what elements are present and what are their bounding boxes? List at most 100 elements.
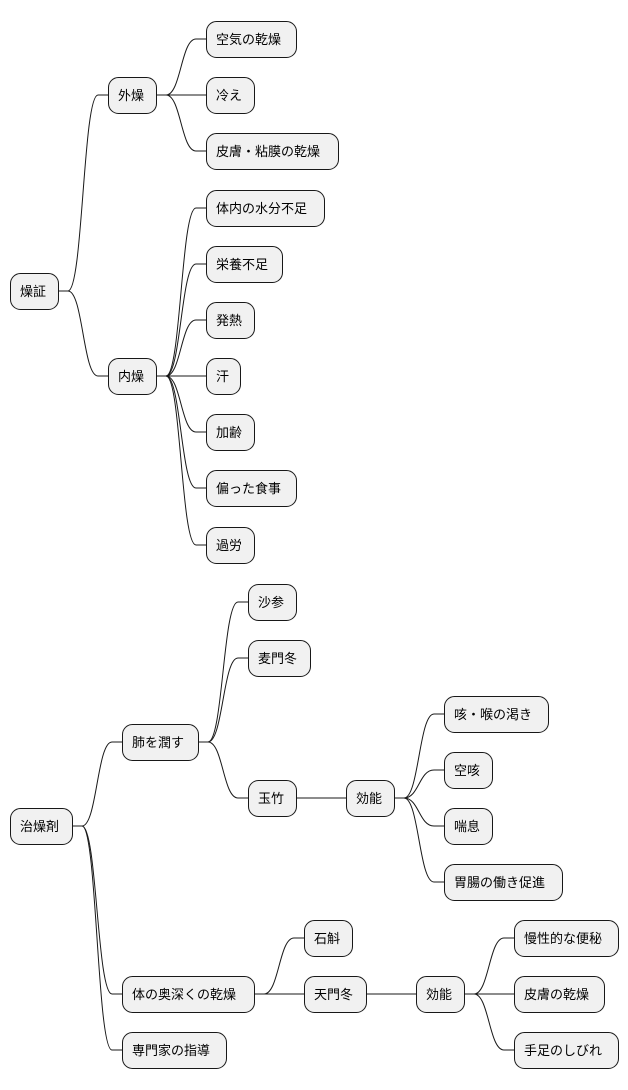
node-skin-dryness: 皮膚の乾燥 bbox=[514, 976, 605, 1013]
node-deep-body-dryness: 体の奥深くの乾燥 bbox=[122, 976, 255, 1013]
edge-node-internal-dryness-to-node-malnutrition bbox=[156, 263, 206, 377]
node-deep-body-dryness-box bbox=[122, 976, 255, 1013]
edge-node-external-dryness-to-node-dry-air bbox=[156, 38, 206, 96]
edge-node-external-dryness-to-node-skin-mucosa-dryness bbox=[156, 94, 206, 152]
node-external-dryness-box bbox=[108, 77, 157, 114]
node-shashen-box bbox=[248, 584, 297, 621]
node-cough-throat-thirst-label: 咳・喉の渇き bbox=[454, 707, 532, 723]
node-deep-body-dryness-label: 体の奥深くの乾燥 bbox=[132, 988, 236, 1003]
node-tenmondo-box bbox=[304, 976, 367, 1013]
edge-node-deep-body-dryness-to-node-sekkoku bbox=[254, 937, 304, 995]
node-dry-air-label: 空気の乾燥 bbox=[216, 32, 281, 48]
node-aging-box bbox=[206, 414, 255, 451]
node-skin-mucosa-dryness: 皮膚・粘膜の乾燥 bbox=[206, 133, 339, 170]
node-dryness-syndrome: 燥証 bbox=[10, 273, 59, 310]
node-dry-air-box bbox=[206, 21, 297, 58]
node-tenmondo-label: 天門冬 bbox=[314, 987, 353, 1003]
node-unbalanced-diet-label: 偏った食事 bbox=[216, 481, 281, 497]
node-internal-dryness: 内燥 bbox=[108, 358, 157, 395]
node-expert-guidance-box bbox=[122, 1032, 227, 1069]
node-internal-dryness-label: 内燥 bbox=[118, 369, 144, 385]
node-sweat: 汗 bbox=[206, 358, 241, 395]
node-malnutrition-box bbox=[206, 246, 283, 283]
node-cold-box bbox=[206, 77, 255, 114]
node-asthma: 喘息 bbox=[444, 808, 493, 845]
node-dryness-syndrome-box bbox=[10, 273, 59, 310]
node-aging: 加齢 bbox=[206, 414, 255, 451]
node-dryness-syndrome-label: 燥証 bbox=[20, 285, 46, 300]
edge-node-dryness-syndrome-to-node-external-dryness bbox=[58, 94, 108, 292]
edge-node-efficacy-tenmondo-to-node-chronic-constipation bbox=[464, 937, 514, 995]
node-moisten-lungs-label: 肺を潤す bbox=[132, 736, 184, 751]
node-chronic-constipation: 慢性的な便秘 bbox=[514, 920, 619, 957]
edge-node-dryness-syndrome-to-node-internal-dryness bbox=[58, 290, 108, 377]
node-limb-numbness-label: 手足のしびれ bbox=[524, 1044, 602, 1059]
node-digestion-promotion-label: 胃腸の働き促進 bbox=[454, 876, 545, 891]
node-digestion-promotion: 胃腸の働き促進 bbox=[444, 864, 563, 901]
edge-node-efficacy-gyokuchiku-to-node-dry-cough bbox=[394, 769, 444, 799]
node-dryness-treatment-herbs-label: 治燥剤 bbox=[20, 819, 59, 835]
node-gyokuchiku-label: 玉竹 bbox=[258, 792, 284, 807]
node-fever-box bbox=[206, 302, 255, 339]
node-bakumondo-label: 麦門冬 bbox=[258, 651, 297, 667]
node-sweat-label: 汗 bbox=[216, 370, 229, 385]
node-cough-throat-thirst-box bbox=[444, 696, 549, 733]
node-cold-label: 冷え bbox=[216, 89, 242, 104]
node-efficacy-tenmondo-box bbox=[416, 976, 465, 1013]
node-bakumondo: 麦門冬 bbox=[248, 640, 311, 677]
node-sekkoku-box bbox=[304, 920, 353, 957]
node-skin-dryness-box bbox=[514, 976, 605, 1013]
node-external-dryness: 外燥 bbox=[108, 77, 157, 114]
edge-node-moisten-lungs-to-node-bakumondo bbox=[198, 657, 248, 743]
node-skin-mucosa-dryness-label: 皮膚・粘膜の乾燥 bbox=[216, 144, 320, 160]
edge-node-efficacy-gyokuchiku-to-node-cough-throat-thirst bbox=[394, 713, 444, 799]
node-digestion-promotion-box bbox=[444, 864, 563, 901]
node-sekkoku: 石斛 bbox=[304, 920, 353, 957]
node-sweat-box bbox=[206, 358, 241, 395]
edge-node-internal-dryness-to-node-aging bbox=[156, 375, 206, 433]
node-limb-numbness: 手足のしびれ bbox=[514, 1032, 619, 1069]
edge-node-internal-dryness-to-node-overwork bbox=[156, 375, 206, 546]
node-unbalanced-diet: 偏った食事 bbox=[206, 470, 297, 507]
node-dry-cough-label: 空咳 bbox=[454, 764, 480, 779]
edge-node-efficacy-tenmondo-to-node-limb-numbness bbox=[464, 993, 514, 1051]
node-body-water-deficiency-box bbox=[206, 190, 325, 227]
node-shashen: 沙参 bbox=[248, 584, 297, 621]
node-chronic-constipation-box bbox=[514, 920, 619, 957]
node-efficacy-tenmondo-label: 効能 bbox=[426, 988, 452, 1003]
node-tenmondo: 天門冬 bbox=[304, 976, 367, 1013]
node-aging-label: 加齢 bbox=[216, 426, 242, 441]
edge-node-dryness-treatment-herbs-to-node-moisten-lungs bbox=[72, 741, 122, 827]
node-dry-cough: 空咳 bbox=[444, 752, 493, 789]
node-limb-numbness-box bbox=[514, 1032, 619, 1069]
edge-node-internal-dryness-to-node-body-water-deficiency bbox=[156, 207, 206, 377]
edge-node-internal-dryness-to-node-fever bbox=[156, 319, 206, 377]
node-sekkoku-label: 石斛 bbox=[314, 932, 340, 947]
edge-node-efficacy-gyokuchiku-to-node-asthma bbox=[394, 797, 444, 827]
node-unbalanced-diet-box bbox=[206, 470, 297, 507]
node-moisten-lungs: 肺を潤す bbox=[122, 724, 199, 761]
edges bbox=[58, 38, 514, 1051]
node-efficacy-gyokuchiku: 効能 bbox=[346, 780, 395, 817]
node-skin-mucosa-dryness-box bbox=[206, 133, 339, 170]
node-overwork-label: 過労 bbox=[216, 539, 242, 554]
node-cold: 冷え bbox=[206, 77, 255, 114]
node-skin-dryness-label: 皮膚の乾燥 bbox=[524, 987, 589, 1003]
edge-node-efficacy-gyokuchiku-to-node-digestion-promotion bbox=[394, 797, 444, 883]
node-body-water-deficiency-label: 体内の水分不足 bbox=[216, 201, 307, 217]
node-dry-cough-box bbox=[444, 752, 493, 789]
node-internal-dryness-box bbox=[108, 358, 157, 395]
node-dryness-treatment-herbs: 治燥剤 bbox=[10, 808, 73, 845]
node-external-dryness-label: 外燥 bbox=[118, 89, 144, 104]
node-bakumondo-box bbox=[248, 640, 311, 677]
node-fever-label: 発熱 bbox=[216, 314, 242, 329]
node-efficacy-tenmondo: 効能 bbox=[416, 976, 465, 1013]
node-moisten-lungs-box bbox=[122, 724, 199, 761]
edge-node-dryness-treatment-herbs-to-node-expert-guidance bbox=[72, 825, 122, 1051]
edge-node-moisten-lungs-to-node-gyokuchiku bbox=[198, 741, 248, 799]
node-malnutrition: 栄養不足 bbox=[206, 246, 283, 283]
edge-node-moisten-lungs-to-node-shashen bbox=[198, 601, 248, 743]
node-fever: 発熱 bbox=[206, 302, 255, 339]
